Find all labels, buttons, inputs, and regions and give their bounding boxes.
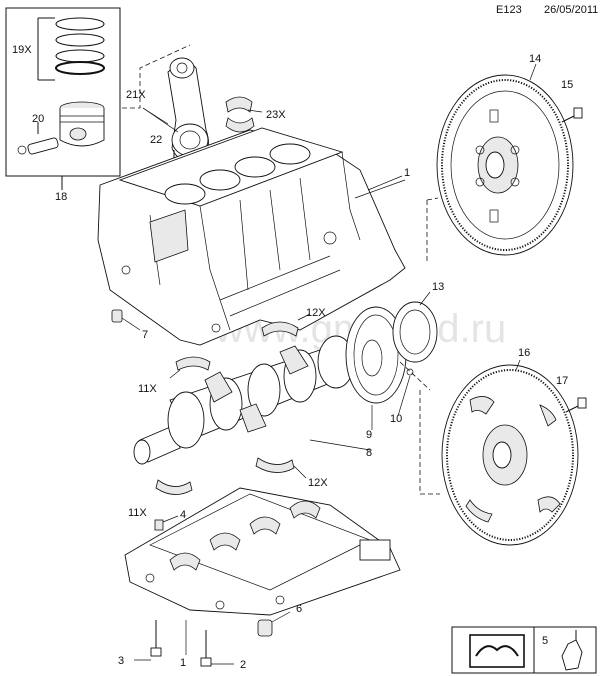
piston-kit-box (5, 7, 121, 190)
flywheel-bolt-15 (561, 107, 583, 123)
callout-6: 6 (296, 603, 302, 615)
diagram-date: 26/05/2011 (544, 4, 599, 16)
callout-1-bedplate: 1 (180, 657, 186, 669)
piston (59, 101, 105, 147)
callout-21: 21X (126, 89, 146, 101)
callout-17: 17 (556, 375, 568, 387)
callout-23: 23X (266, 109, 286, 121)
cylinder-block (97, 127, 406, 346)
callout-13: 13 (432, 281, 444, 293)
callout-18: 18 (55, 191, 67, 203)
bolts-2-3 (134, 620, 234, 667)
main-bearing-upper (261, 313, 311, 337)
flexplate-bolt-17 (565, 397, 587, 413)
piston-pin (17, 137, 59, 155)
callout-15: 15 (561, 79, 573, 91)
oil-seal-13 (392, 301, 438, 363)
callout-12-lower: 12X (308, 477, 328, 489)
reference-icon-box (451, 626, 597, 674)
bolt-10 (406, 368, 414, 376)
callout-2: 2 (240, 659, 246, 671)
flexplate (441, 364, 579, 546)
main-bearing-lower (155, 457, 307, 495)
plug-7 (111, 309, 141, 331)
callout-4: 4 (180, 509, 186, 521)
diagram-code: E123 (496, 4, 522, 16)
piston-rings (55, 17, 105, 75)
callout-1-block: 1 (404, 167, 410, 179)
plug-6 (257, 611, 291, 637)
callout-11-upper: 11X (138, 383, 157, 395)
callout-5: 5 (542, 635, 548, 647)
callout-16: 16 (518, 347, 530, 359)
callout-10: 10 (390, 413, 402, 425)
callout-20: 20 (32, 113, 44, 125)
connecting-rod-group (122, 44, 263, 183)
callout-7: 7 (142, 329, 148, 341)
crankshaft (133, 335, 363, 465)
sensor-icon (560, 630, 584, 670)
callout-12-upper: 12X (306, 307, 326, 319)
flywheel (436, 74, 574, 256)
bearing-shells-11x-upper (169, 356, 211, 379)
callout-11-lower: 11X (128, 507, 147, 519)
callout-9: 9 (366, 429, 372, 441)
callout-14: 14 (529, 53, 541, 65)
callout-3: 3 (118, 655, 124, 667)
bed-plate (124, 487, 401, 616)
service-manual-icon (470, 635, 524, 667)
callout-19: 19X (12, 44, 32, 56)
callout-22: 22 (150, 134, 162, 146)
callout-8: 8 (366, 447, 372, 459)
dowel-4 (154, 515, 179, 531)
